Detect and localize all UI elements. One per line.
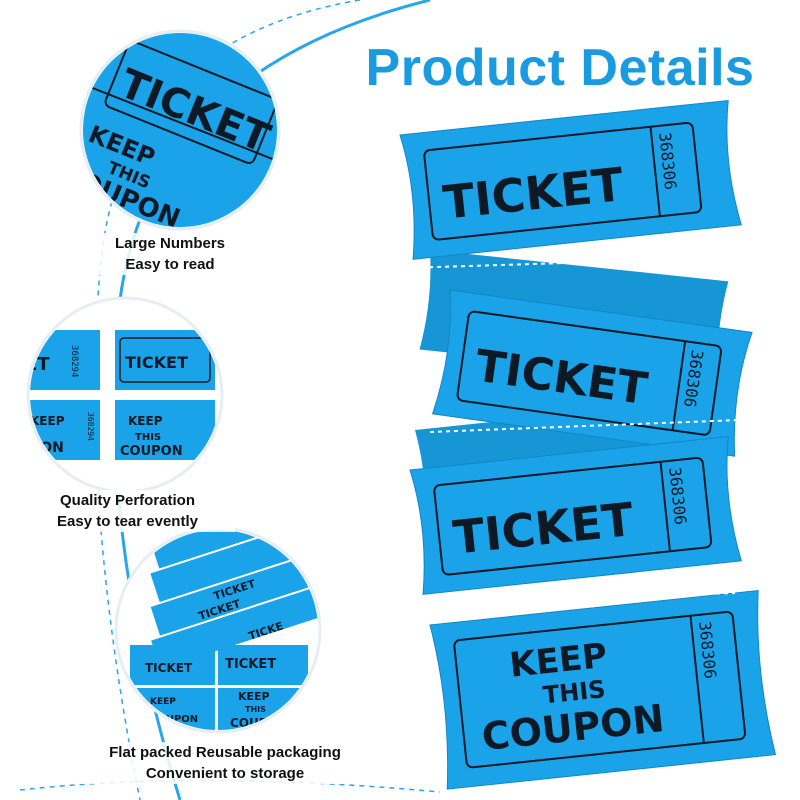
svg-text:368294: 368294 [86,412,95,441]
svg-text:THIS: THIS [245,705,266,714]
feature-caption-numbers: Large Numbers Easy to read [70,233,270,275]
feature-caption-packaging: Flat packed Reusable packaging Convenien… [60,742,390,784]
feature-3-line2: Convenient to storage [145,765,305,782]
ticket-3: TICKET 368306 [409,435,742,595]
svg-text:KEEP: KEEP [238,690,270,703]
feature-1-line2: Easy to read [125,256,215,273]
coupon-line-2: THIS [542,675,607,709]
ticket-coupon: KEEP THIS COUPON 368306 [429,589,777,790]
perforation-2 [429,419,741,433]
svg-text:THIS: THIS [135,432,161,443]
ticket-1: TICKET 368306 [399,99,742,260]
feature-1-line1: Large Numbers [114,235,226,252]
feature-caption-perforation: Quality Perforation Easy to tear evently [20,490,235,532]
svg-text:COUPON: COUPON [120,444,183,459]
svg-text:KEEP: KEEP [30,414,65,428]
circle2-number: 368294 [69,345,79,378]
svg-text:TICKET: TICKET [145,661,193,675]
svg-text:KEEP: KEEP [150,697,176,707]
svg-text:TICKET: TICKET [225,657,276,672]
page-title: Product Details [365,39,755,97]
feature-2-line1: Quality Perforation [59,492,196,509]
perforation-1 [404,257,726,269]
svg-text:KEEP: KEEP [128,414,163,428]
feature-3-line1: Flat packed Reusable packaging [109,744,341,761]
ticket-2: TICKET 368306 [431,289,753,457]
svg-text:COUPON: COUPON [150,714,198,725]
circle2-ticket-word: TICKET [125,353,188,372]
feature-2-line2: Easy to tear evently [57,513,198,530]
